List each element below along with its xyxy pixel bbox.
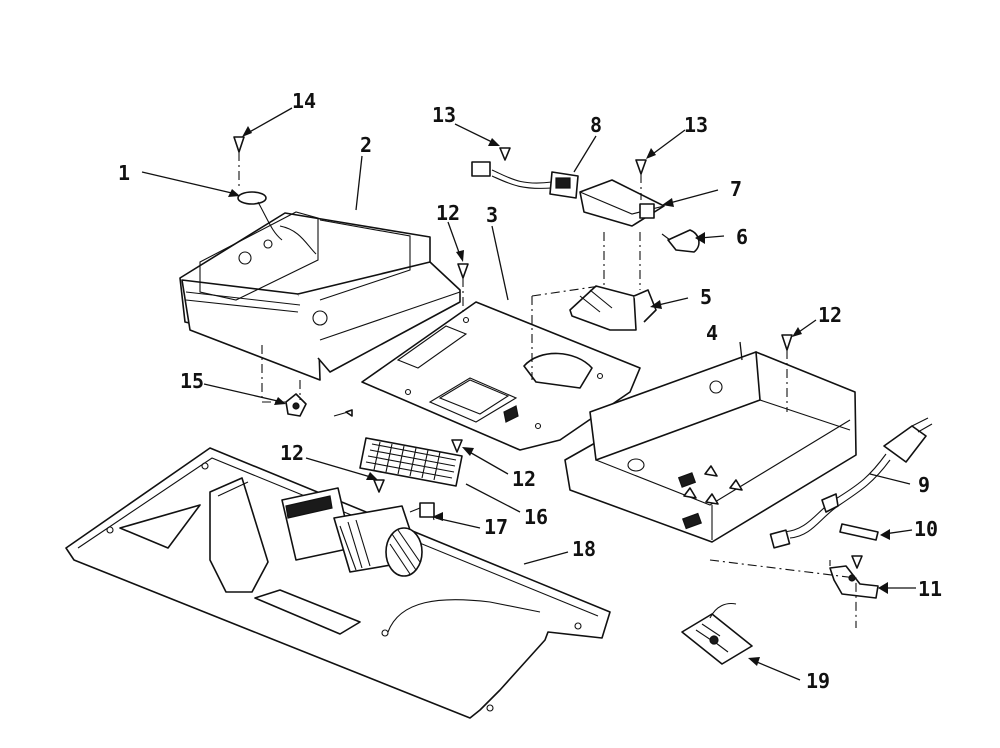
callout-12-a: 12 [436,201,460,225]
callout-1: 1 [118,161,130,185]
callout-7: 7 [730,177,742,201]
part-15-switch [285,393,353,417]
assembly-lines [238,152,857,628]
callout-10: 10 [914,517,938,541]
callout-6: 6 [736,225,748,249]
callout-labels: 1 2 3 4 5 6 7 8 9 10 11 12 12 12 12 13 1… [118,89,942,693]
part-19-control-board [681,602,753,665]
callout-4: 4 [706,321,718,345]
callout-11: 11 [918,577,942,601]
part-17-blower-motor [281,487,435,577]
screw-12-b [373,479,385,493]
screw-14 [233,136,245,153]
callout-16: 16 [524,505,548,529]
callout-12-b: 12 [280,441,304,465]
part-18-base-plate [65,447,611,719]
part-7-socket-bracket [579,179,665,227]
callout-5: 5 [700,285,712,309]
part-5-lamp-housing [569,285,657,331]
leader-lines [141,107,916,681]
callout-9: 9 [918,473,930,497]
callout-12-d: 12 [818,303,842,327]
screw-13-b [635,159,647,175]
screws [233,136,863,569]
callout-19: 19 [806,669,830,693]
part-2-main-housing [179,211,461,381]
part-10-pin [839,523,879,541]
callout-2: 2 [360,133,372,157]
callout-13-b: 13 [684,113,708,137]
part-16-filter [359,437,463,487]
screw-11 [851,555,863,569]
screw-12-d [781,334,793,351]
callout-8: 8 [590,113,602,137]
screw-12-a [457,263,469,279]
part-1-thermostat [237,191,283,241]
part-6-bulb [661,229,700,253]
callout-17: 17 [484,515,508,539]
callout-3: 3 [486,203,498,227]
callout-13-a: 13 [432,103,456,127]
part-4-control-tray [564,351,857,543]
screw-13-a [499,147,511,161]
callout-18: 18 [572,537,596,561]
callout-12-c: 12 [512,467,536,491]
part-3-mounting-plate [361,301,641,451]
part-18-duct-block [209,477,269,593]
part-8-wire-harness [471,161,579,199]
screw-12-c [451,439,463,453]
callout-14: 14 [292,89,316,113]
part-9-power-cord [769,417,933,549]
part-11-clamp [829,565,879,599]
callout-15: 15 [180,369,204,393]
